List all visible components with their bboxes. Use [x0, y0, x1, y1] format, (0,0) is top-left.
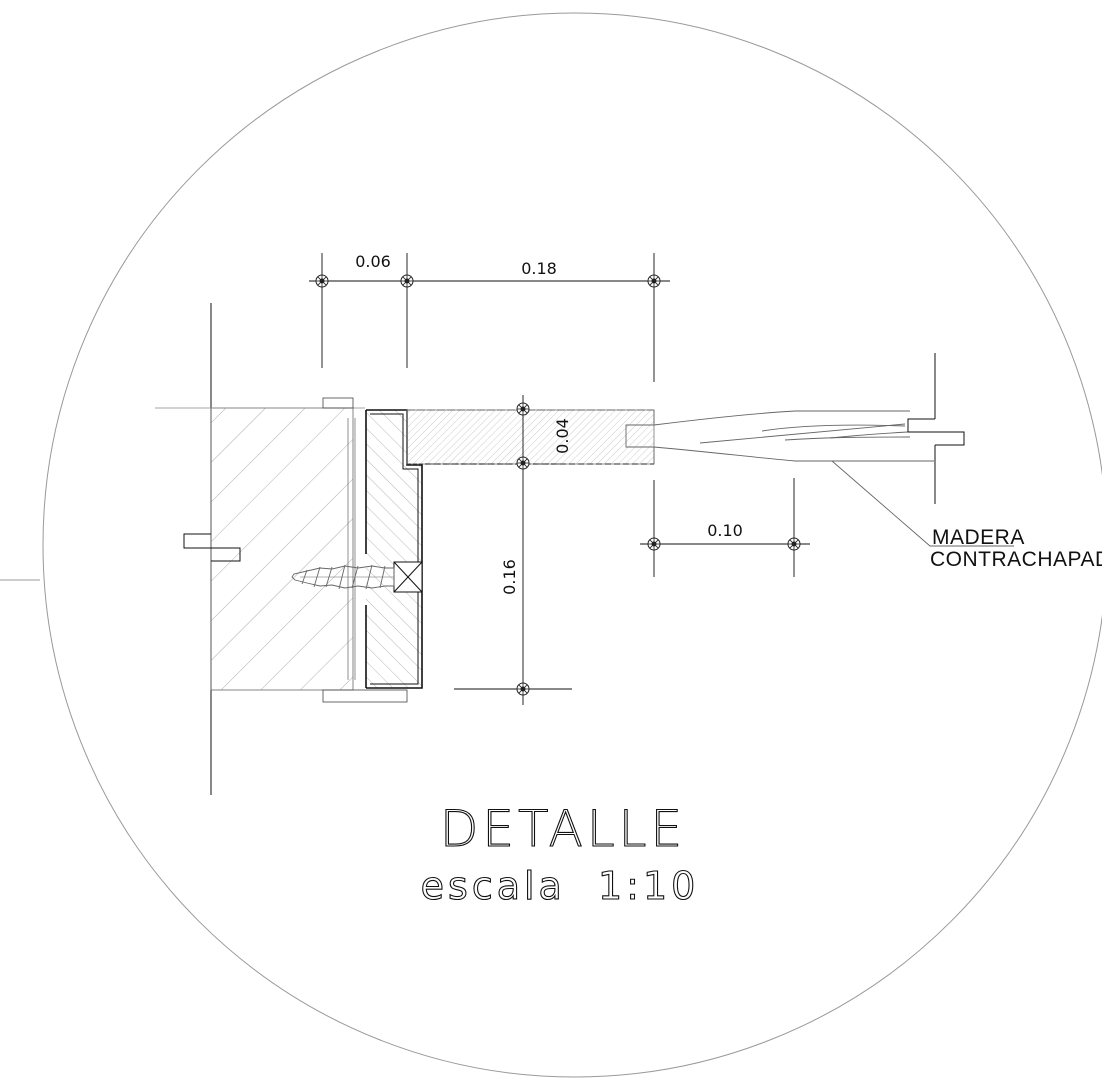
material-leader-line: [831, 460, 1014, 547]
vertical-dimension-chain: [407, 395, 572, 705]
dim-top-right: 0.18: [521, 259, 557, 278]
dim-right: 0.10: [707, 521, 743, 540]
detail-circle: [42, 12, 1102, 1078]
plywood-board: [406, 409, 655, 465]
material-label-line2: CONTRACHAPADA: [930, 548, 1102, 571]
top-dimension-chain: [309, 253, 670, 382]
screw: [291, 564, 395, 590]
dim-vertical-small: 0.04: [553, 418, 572, 454]
detail-scale: escala 1:10: [421, 864, 700, 908]
right-wall: [907, 353, 965, 504]
detail-title: DETALLE: [440, 800, 686, 858]
dim-vertical-large: 0.16: [500, 559, 519, 595]
material-label-line1: MADERA: [932, 526, 1025, 549]
right-dimension: [640, 478, 810, 577]
dim-top-left: 0.06: [355, 252, 391, 271]
break-line: [625, 410, 934, 464]
wall: [155, 303, 408, 795]
